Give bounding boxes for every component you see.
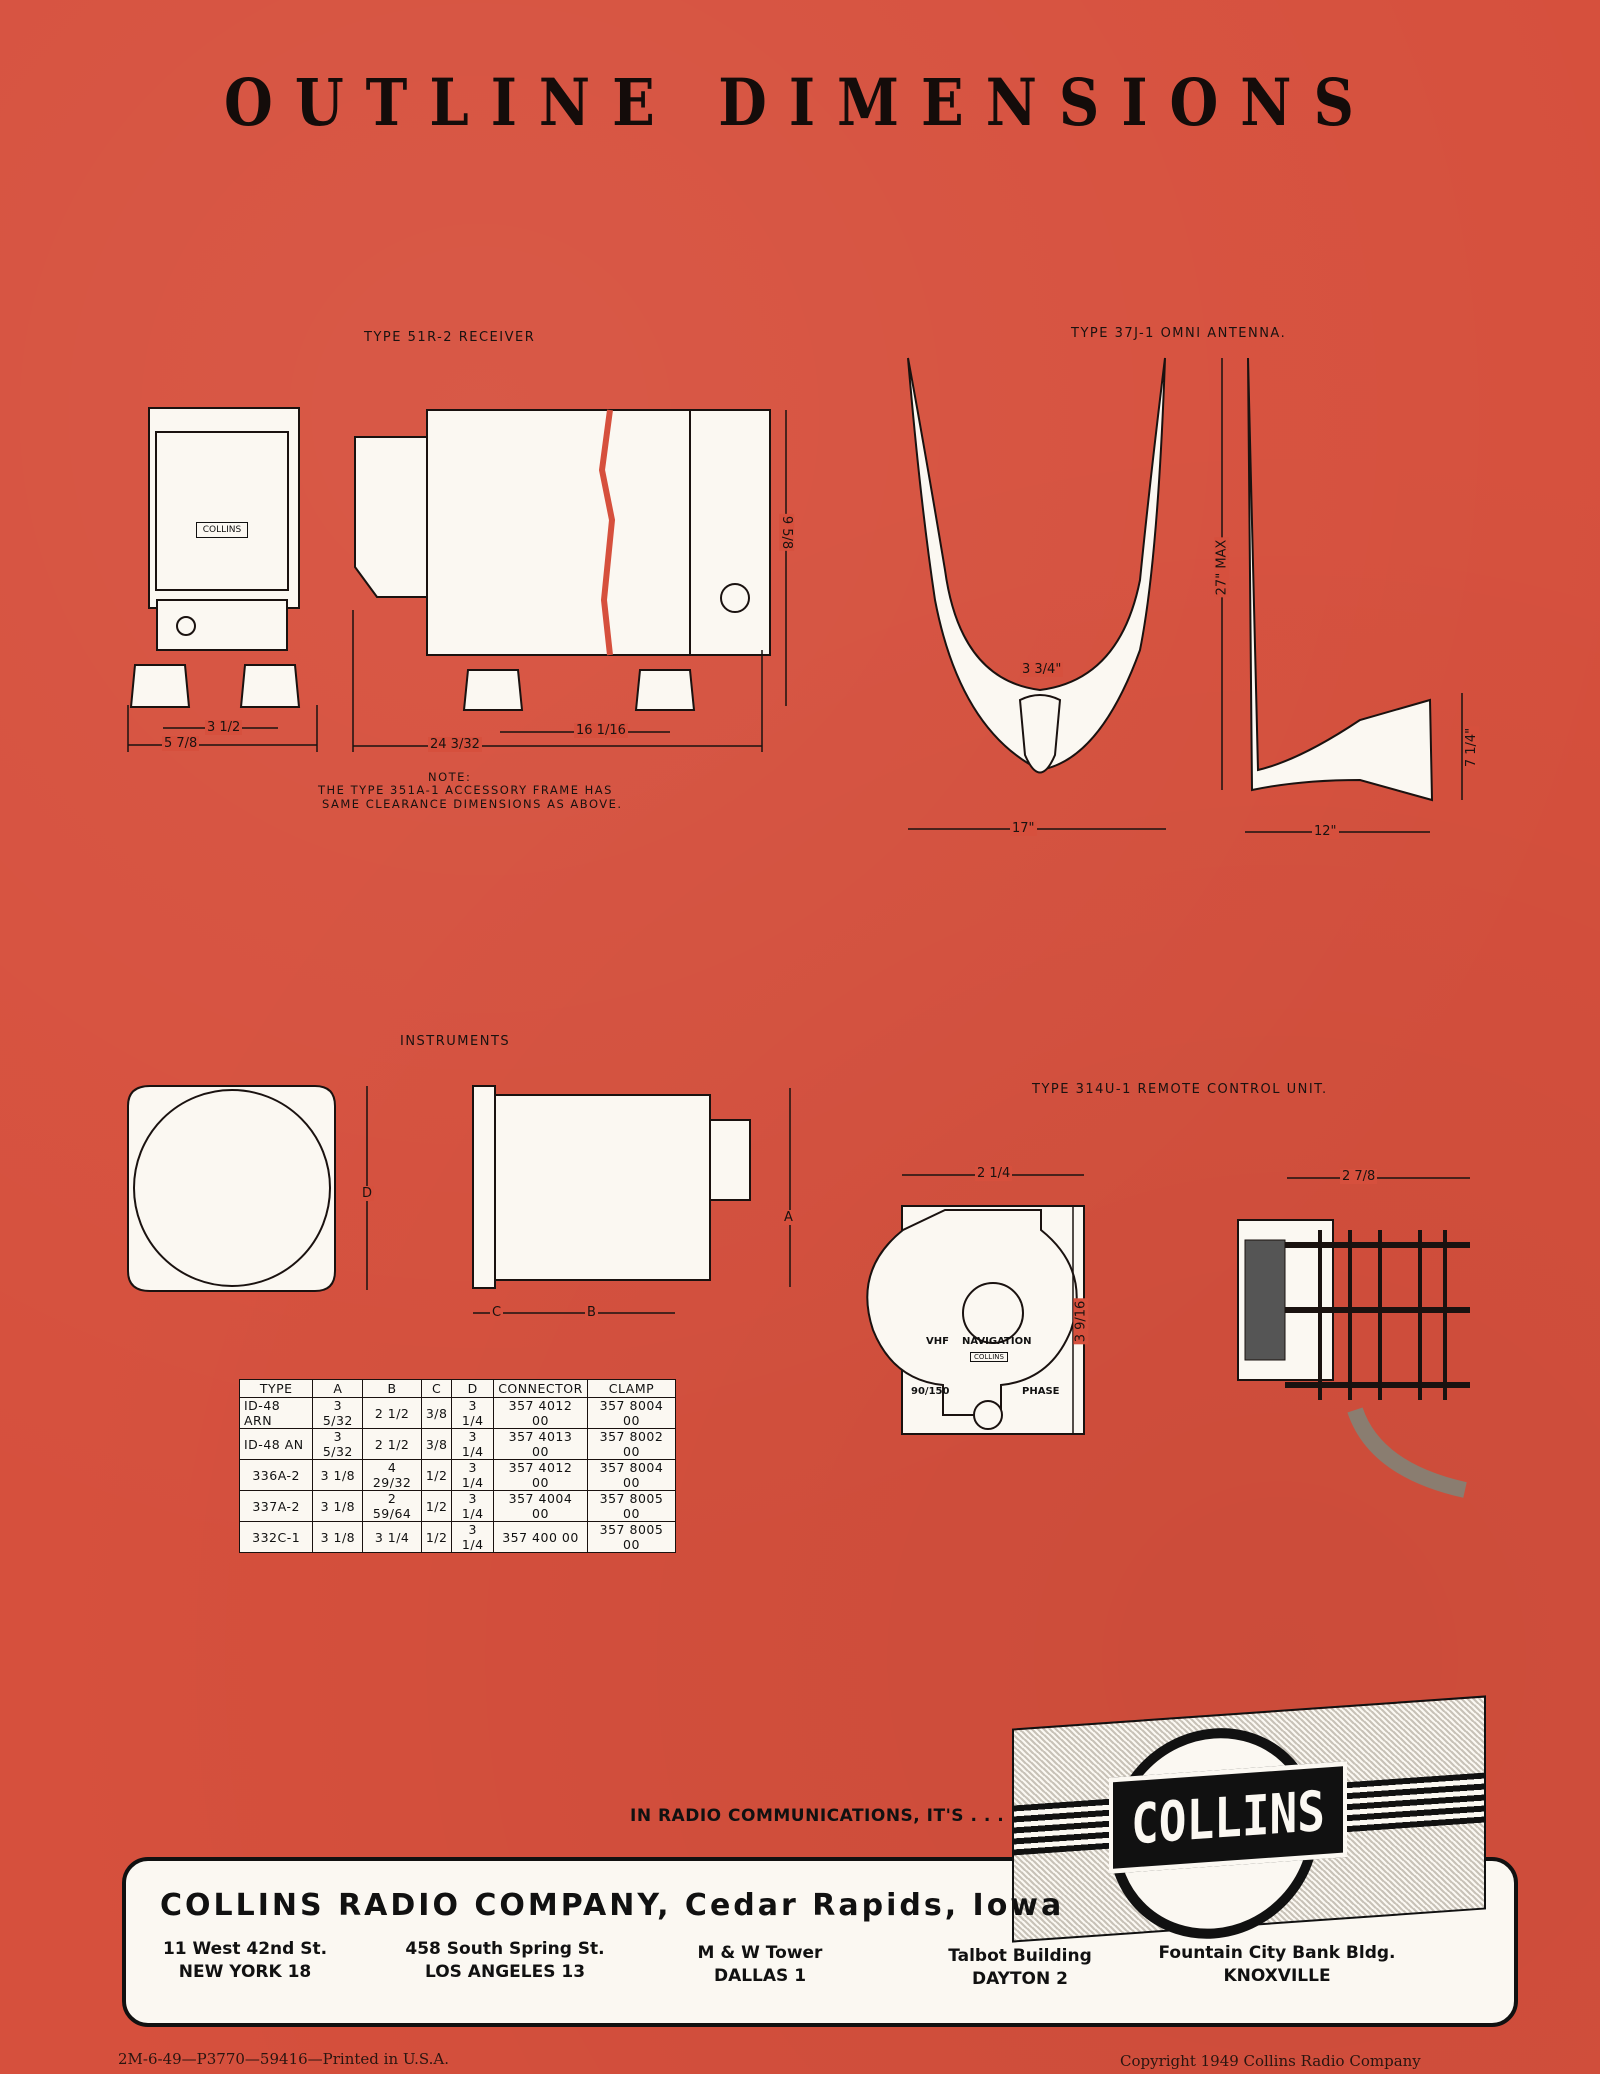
- dim-remote-height: 3 9/16: [1073, 1298, 1089, 1345]
- table-cell: 357 4004 00: [493, 1490, 588, 1522]
- table-cell: ID-48 ARN: [238, 1397, 314, 1429]
- dim-remote-side-depth: 2 7/8: [1340, 1169, 1378, 1184]
- panel-vhf-label: VHF: [926, 1336, 949, 1347]
- dim-instrument-c: C: [490, 1305, 504, 1320]
- table-cell: 3 1/4: [451, 1428, 495, 1460]
- antenna-label: TYPE 37J-1 OMNI ANTENNA.: [1071, 326, 1287, 341]
- receiver-drawing: [127, 407, 787, 752]
- panel-navigation-label: NAVIGATION: [962, 1336, 1032, 1347]
- print-code: 2M-6-49—P3770—59416—Printed in U.S.A.: [118, 2050, 450, 2068]
- receiver-label: TYPE 51R-2 RECEIVER: [364, 330, 536, 345]
- dim-receiver-side-foot-spacing: 16 1/16: [574, 723, 628, 738]
- remote-drawing: [866, 1174, 1470, 1498]
- table-cell: 357 8005 00: [586, 1521, 677, 1553]
- table-cell: 3 5/32: [312, 1428, 364, 1460]
- dim-antenna-center: 3 3/4": [1020, 662, 1064, 677]
- antenna-drawing: [907, 357, 1463, 833]
- copyright: Copyright 1949 Collins Radio Company: [1120, 2052, 1421, 2070]
- table-cell: 357 8005 00: [586, 1490, 677, 1522]
- receiver-collins-logo: COLLINS: [196, 522, 248, 538]
- receiver-side-view: [352, 409, 787, 752]
- collins-logo: COLLINS: [1109, 1761, 1347, 1874]
- office-street: Fountain City Bank Bldg.: [1158, 1943, 1396, 1963]
- panel-phase-label: PHASE: [1022, 1386, 1060, 1397]
- office-city: LOS ANGELES 13: [424, 1962, 586, 1982]
- table-header: CLAMP: [586, 1379, 677, 1398]
- company-name: COLLINS RADIO COMPANY, Cedar Rapids, Iow…: [160, 1888, 1065, 1923]
- note-heading: NOTE:: [428, 770, 472, 784]
- tagline: IN RADIO COMMUNICATIONS, IT'S . . .: [630, 1806, 1005, 1826]
- panel-90-150-label: 90/150: [911, 1386, 950, 1397]
- table-cell: 3/8: [420, 1428, 453, 1460]
- table-cell: 2 59/64: [362, 1490, 422, 1522]
- office-new-york: 11 West 42nd St. NEW YORK 18: [130, 1938, 360, 1984]
- dim-antenna-width: 17": [1010, 821, 1037, 836]
- office-city: DAYTON 2: [972, 1969, 1068, 1989]
- dim-antenna-depth: 12": [1312, 824, 1339, 839]
- office-city: DALLAS 1: [713, 1966, 807, 1986]
- page-title: OUTLINE DIMENSIONS: [224, 65, 1376, 141]
- dim-receiver-front-width: 5 7/8: [162, 736, 200, 751]
- note-line-1: THE TYPE 351A-1 ACCESSORY FRAME HAS: [318, 783, 613, 797]
- office-los-angeles: 458 South Spring St. LOS ANGELES 13: [390, 1938, 620, 1984]
- office-city: KNOXVILLE: [1223, 1966, 1331, 1986]
- table-cell: 3 1/8: [312, 1490, 364, 1522]
- table-cell: 357 4013 00: [493, 1428, 588, 1460]
- table-cell: 3 1/4: [362, 1521, 422, 1553]
- table-cell: 3 1/4: [451, 1459, 495, 1491]
- table-cell: 2 1/2: [362, 1428, 422, 1460]
- office-street: M & W Tower: [697, 1943, 823, 1963]
- panel-collins-logo: COLLINS: [970, 1352, 1008, 1362]
- office-street: 458 South Spring St.: [405, 1939, 605, 1959]
- table-cell: 4 29/32: [362, 1459, 422, 1491]
- dim-receiver-length: 24 3/32: [428, 737, 482, 752]
- table-cell: 332C-1: [238, 1521, 314, 1553]
- table-cell: ID-48 AN: [238, 1428, 314, 1460]
- table-header-row: TYPE A B C D CONNECTOR CLAMP: [238, 1379, 677, 1398]
- table-cell: 2 1/2: [362, 1397, 422, 1429]
- office-knoxville: Fountain City Bank Bldg. KNOXVILLE: [1142, 1942, 1412, 1988]
- office-city: NEW YORK 18: [178, 1962, 312, 1982]
- dim-instrument-b: B: [585, 1305, 598, 1320]
- instruments-label: INSTRUMENTS: [400, 1034, 511, 1049]
- table-cell: 3 1/4: [451, 1521, 495, 1553]
- note-line-2: SAME CLEARANCE DIMENSIONS AS ABOVE.: [322, 797, 623, 811]
- table-cell: 1/2: [420, 1521, 453, 1553]
- office-street: Talbot Building: [948, 1946, 1092, 1966]
- remote-label: TYPE 314U-1 REMOTE CONTROL UNIT.: [1032, 1082, 1328, 1097]
- table-cell: 3 5/32: [312, 1397, 364, 1429]
- table-cell: 357 400 00: [493, 1521, 588, 1553]
- collins-logo-plate: COLLINS: [1012, 1695, 1486, 1946]
- instruments-drawing: [127, 1085, 791, 1314]
- dim-instrument-a: A: [782, 1210, 795, 1225]
- dim-receiver-foot-spacing: 3 1/2: [205, 720, 243, 735]
- office-street: 11 West 42nd St.: [162, 1939, 328, 1959]
- table-cell: 357 8004 00: [586, 1397, 677, 1429]
- table-cell: 3 1/8: [312, 1521, 364, 1553]
- table-cell: 357 8004 00: [586, 1459, 677, 1491]
- table-cell: 336A-2: [238, 1459, 314, 1491]
- receiver-front-view: [127, 407, 318, 752]
- dim-remote-front-width: 2 1/4: [975, 1166, 1013, 1181]
- dim-instrument-d: D: [360, 1186, 375, 1201]
- table-cell: 357 8002 00: [586, 1428, 677, 1460]
- table-cell: 3 1/8: [312, 1459, 364, 1491]
